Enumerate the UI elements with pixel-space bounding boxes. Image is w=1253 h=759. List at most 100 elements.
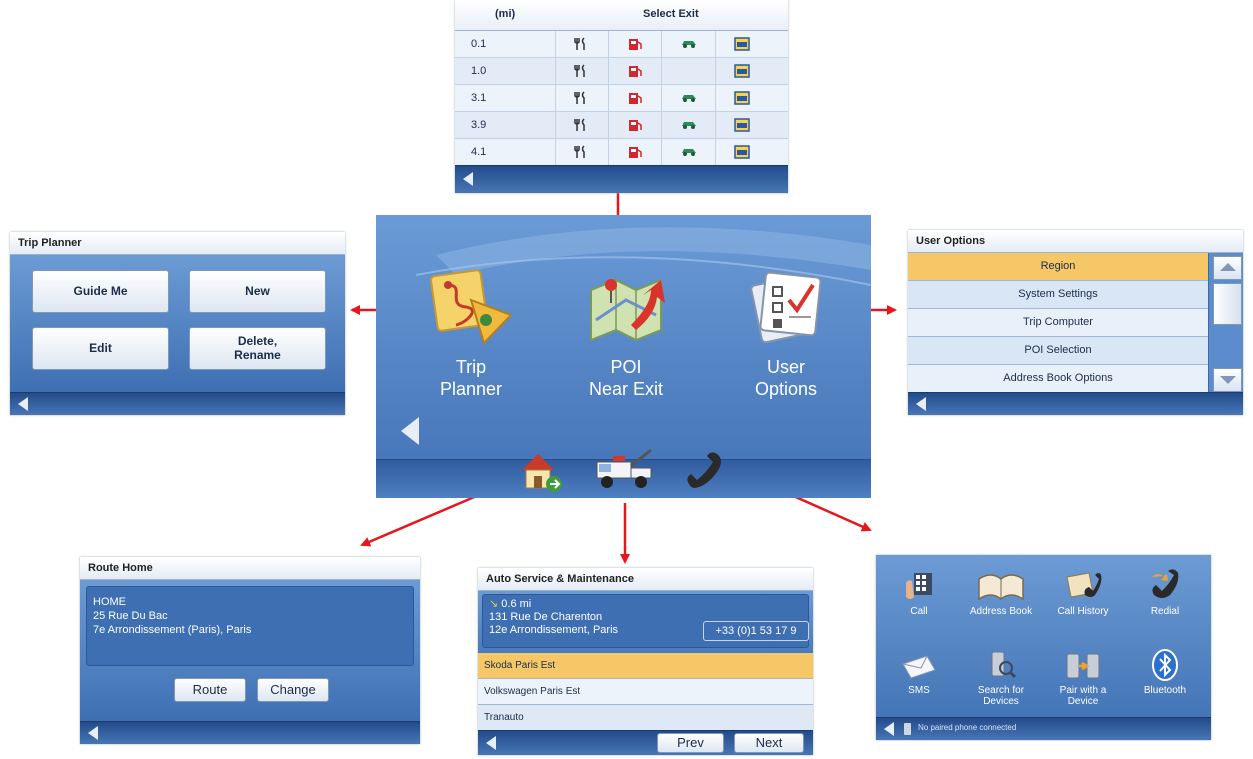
column-divider [555,112,556,138]
phone-number-button[interactable]: +33 (0)1 53 17 9 [703,621,809,641]
gas-icon[interactable] [627,145,643,162]
gas-icon[interactable] [627,64,643,81]
user-options-title: User Options [908,230,1243,253]
scroll-up-icon[interactable] [1213,256,1242,280]
next-button[interactable]: Next [734,733,804,753]
back-icon[interactable] [18,397,28,411]
exit-distance: 3.1 [471,92,487,104]
back-icon[interactable] [88,726,98,740]
auto-icon[interactable] [680,145,698,160]
table-row[interactable]: 3.9 [455,112,788,139]
column-divider [661,112,662,138]
poi-distance: 0.6 mi [501,598,532,610]
restaurant-icon[interactable] [574,118,588,135]
phone-menu-label: Call History [1057,606,1109,617]
user-option-item[interactable]: POI Selection [908,337,1208,365]
back-icon[interactable] [884,722,894,736]
trip-planner-item[interactable]: Trip Planner [411,265,531,415]
phone-icon[interactable] [681,446,731,494]
guide-me-button[interactable]: Guide Me [32,270,169,313]
main-bottom-bar [376,448,871,498]
restaurant-icon[interactable] [574,145,588,162]
phone-menu-label: Redial [1150,606,1180,617]
dial-pad-icon [879,563,959,603]
phone-menu-item[interactable]: Address Book [961,563,1041,639]
phone-status-text: No paired phone connected [918,723,1017,732]
user-option-item[interactable]: Region [908,253,1208,281]
poi-near-exit-item[interactable]: POI Near Exit [561,265,691,415]
route-button[interactable]: Route [174,678,246,702]
select-exit-header: Select Exit [643,8,699,20]
lodging-icon[interactable] [734,118,750,135]
table-row[interactable]: 3.1 [455,85,788,112]
lodging-icon[interactable] [734,145,750,162]
column-divider [555,31,556,57]
table-row[interactable]: 0.1 [455,31,788,58]
user-options-label: User Options [754,357,818,399]
delete-rename-button[interactable]: Delete, Rename [189,327,326,370]
lodging-icon[interactable] [734,64,750,81]
user-options-item[interactable]: User Options [726,265,846,415]
auto-icon[interactable] [680,37,698,52]
call-history-icon [1043,563,1123,603]
home-label: HOME [93,596,126,608]
phone-menu-item[interactable]: Call History [1043,563,1123,639]
user-option-item[interactable]: Address Book Options [908,365,1208,393]
tow-truck-icon[interactable] [591,444,657,492]
edit-button[interactable]: Edit [32,327,169,370]
scroll-thumb[interactable] [1213,283,1242,325]
poi-near-exit-label: POI Near Exit [588,357,664,399]
table-row[interactable]: 1.0 [455,58,788,85]
back-icon[interactable] [486,736,496,750]
direction-arrow-icon: ↘ [489,598,499,610]
list-item[interactable]: Skoda Paris Est [478,653,813,679]
column-divider [715,31,716,57]
main-back-icon[interactable] [401,417,419,445]
scrollbar[interactable] [1208,253,1243,393]
restaurant-icon[interactable] [574,91,588,108]
auto-icon[interactable] [680,118,698,133]
auto-icon[interactable] [680,91,698,106]
change-button[interactable]: Change [257,678,329,702]
phone-status-icon [904,723,911,735]
restaurant-icon[interactable] [574,64,588,81]
column-divider [661,31,662,57]
phone-menu-item[interactable]: Call [879,563,959,639]
gas-icon[interactable] [627,118,643,135]
lodging-icon[interactable] [734,37,750,54]
phone-menu-label: SMS [908,685,930,696]
table-row[interactable]: 4.1 [455,139,788,166]
phone-menu-item[interactable]: Bluetooth [1125,642,1205,718]
exit-distance: 1.0 [471,65,487,77]
prev-button[interactable]: Prev [657,733,724,753]
restaurant-icon[interactable] [574,37,588,54]
phone-menu-label: Bluetooth [1143,685,1187,696]
phone-menu-item[interactable]: SMS [879,642,959,718]
column-divider [715,112,716,138]
back-icon[interactable] [463,172,473,186]
distance-header: (mi) [495,8,516,20]
back-icon[interactable] [916,397,926,411]
user-option-item[interactable]: Trip Computer [908,309,1208,337]
phone-menu-item[interactable]: Search for Devices [961,642,1041,718]
poi-exit-header: (mi) Select Exit [455,0,788,31]
scroll-down-icon[interactable] [1213,368,1242,392]
gas-icon[interactable] [627,91,643,108]
gas-icon[interactable] [627,37,643,54]
column-divider [608,58,609,84]
list-item[interactable]: Tranauto [478,705,813,731]
lodging-icon[interactable] [734,91,750,108]
column-divider [555,58,556,84]
poi-street: 131 Rue De Charenton [489,611,603,623]
phone-menu-item[interactable]: Redial [1125,563,1205,639]
route-home-icon[interactable] [516,446,566,494]
user-option-item[interactable]: System Settings [908,281,1208,309]
list-item[interactable]: Volkswagen Paris Est [478,679,813,705]
column-divider [608,31,609,57]
new-button[interactable]: New [189,270,326,313]
phone-menu-item[interactable]: Pair with a Device [1043,642,1123,718]
column-divider [608,112,609,138]
